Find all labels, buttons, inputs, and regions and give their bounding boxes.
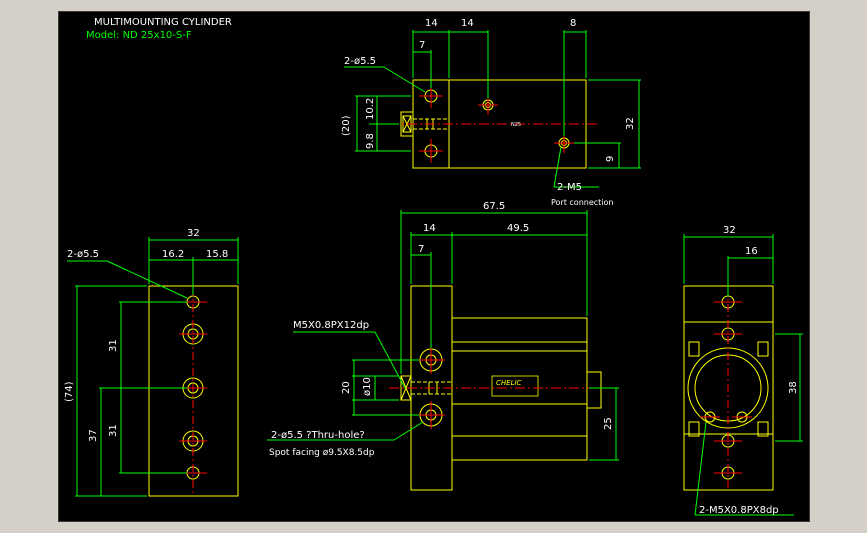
front-nameplate: CHELIC [496,379,522,387]
top-dim-9-8: 9.8 [365,133,376,149]
left-dim-31a: 31 [108,339,119,352]
top-dim-20: (20) [341,115,352,136]
left-view: 32 16.2 15.8 2-ø5.5 (74) 37 31 31 [64,228,239,497]
top-dim-14b: 14 [461,18,474,29]
drawing-title: MULTIMOUNTING CYLINDER [94,17,232,28]
left-hole-label: 2-ø5.5 [67,249,99,260]
front-dim-67-5: 67.5 [483,201,505,212]
front-dim-20: 20 [341,381,352,394]
front-spot-note: Spot facing ø9.5X8.5dp [269,448,375,458]
right-dim-16: 16 [745,246,758,257]
front-dim-7: 7 [418,244,424,255]
front-dim-49-5: 49.5 [507,223,529,234]
top-body-tag: N25 [511,122,521,128]
right-view: 32 16 38 2-M5X0.8PX8dp [683,225,803,516]
top-dim-32: 32 [625,117,636,130]
top-port-label: 2-M5 [557,182,582,193]
cad-drawing: MULTIMOUNTING CYLINDER Model: ND 25x10-S… [64,17,803,516]
model-label: Model: ND 25x10-S-F [86,30,192,41]
left-dim-32: 32 [187,228,200,239]
top-port-note: Port connection [551,198,613,207]
top-dim-10-2: 10.2 [365,98,376,120]
top-dim-9: 9 [605,156,616,162]
front-thread-label: M5X0.8PX12dp [293,320,369,331]
right-dim-32: 32 [723,225,736,236]
left-dim-37: 37 [88,429,99,442]
left-dim-74: (74) [64,381,75,402]
front-view: CHELIC 67.5 14 49.5 7 [267,201,619,491]
top-view: 14 14 8 7 2-ø5.5 (20) 10.2 9.8 [341,18,641,207]
left-dim-31b: 31 [108,424,119,437]
front-dim-14: 14 [423,223,436,234]
front-dim-phi10: ø10 [362,377,373,396]
top-dim-14a: 14 [425,18,438,29]
top-dim-7: 7 [419,40,425,51]
drawing-canvas: MULTIMOUNTING CYLINDER Model: ND 25x10-S… [58,11,810,522]
left-dim-16-2: 16.2 [162,249,184,260]
front-dim-25: 25 [603,417,614,430]
right-dim-38: 38 [788,381,799,394]
right-thread-label: 2-M5X0.8PX8dp [699,505,779,516]
front-hole-note: 2-ø5.5 ?Thru-hole? [271,430,365,441]
top-hole-label: 2-ø5.5 [344,56,376,67]
top-dim-8: 8 [570,18,576,29]
left-dim-15-8: 15.8 [206,249,228,260]
